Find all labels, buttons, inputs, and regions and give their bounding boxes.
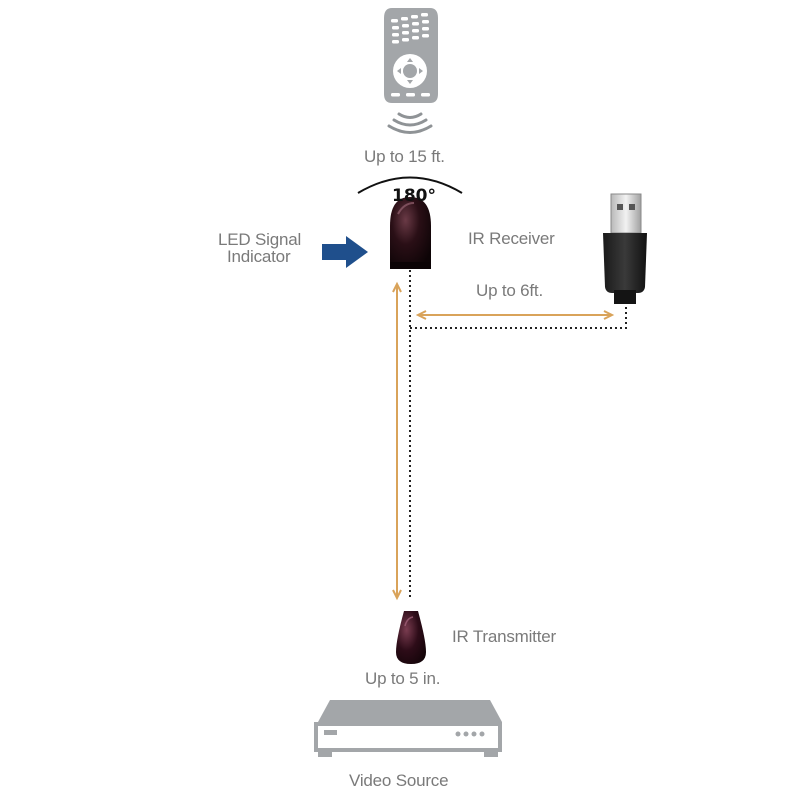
ir-receiver-eye-icon: [390, 197, 431, 269]
set-top-box-icon: [314, 700, 502, 757]
arrow-right-icon: [322, 236, 368, 268]
transmitter-distance-arrow: [392, 281, 402, 601]
usb-distance-arrow: [415, 310, 615, 320]
ir-transmitter-blaster-icon: [396, 611, 426, 664]
reception-angle-arc: [357, 176, 463, 194]
ir-signal-waves-icon: [387, 112, 433, 134]
video-source-label: Video Source: [349, 771, 449, 790]
transmitter-range-label: Up to 5 in.: [365, 669, 441, 688]
remote-range-label: Up to 15 ft.: [364, 147, 445, 166]
ir-transmitter-label: IR Transmitter: [452, 627, 556, 646]
led-indicator-label-line2: Indicator: [227, 247, 291, 266]
remote-control-icon: [384, 8, 438, 103]
receiver-cable: [409, 270, 627, 598]
usb-plug-icon: [603, 193, 647, 304]
led-indicator-label-line1: LED Signal: [218, 230, 302, 249]
usb-range-label: Up to 6ft.: [476, 281, 543, 300]
ir-receiver-label: IR Receiver: [468, 229, 555, 248]
angle-label: 180°: [392, 186, 436, 206]
